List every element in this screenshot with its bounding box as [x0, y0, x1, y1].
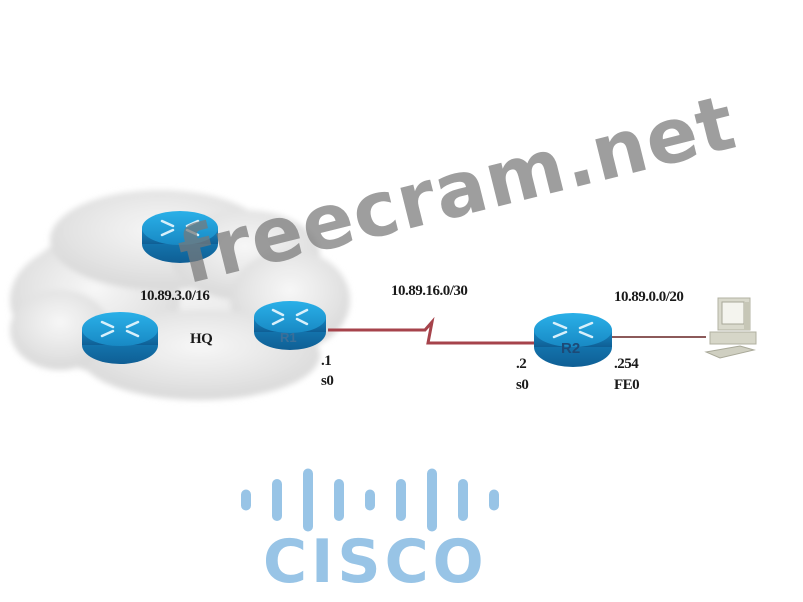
- serial-network-label: 10.89.16.0/30: [391, 283, 468, 299]
- cisco-logo-bar: [489, 489, 499, 511]
- cisco-logo-bar: [303, 468, 313, 532]
- cisco-logo-bar: [458, 479, 468, 521]
- router-icon[interactable]: [80, 309, 160, 367]
- r1-interface-label: s0: [321, 373, 334, 389]
- router-r2-label: R2: [561, 340, 581, 357]
- router-r2-icon[interactable]: [532, 310, 614, 370]
- router-icon[interactable]: [140, 208, 220, 266]
- desktop-pc-icon[interactable]: [700, 296, 760, 362]
- r2-serial-interface-label: s0: [516, 377, 529, 393]
- cisco-logo-bar: [365, 489, 375, 511]
- r2-lan-interface-label: FE0: [614, 377, 640, 393]
- cisco-logo-bars: [241, 468, 499, 532]
- cisco-logo-bar: [272, 479, 282, 521]
- lan-network-label: 10.89.0.0/20: [614, 289, 684, 305]
- cisco-logo-bar: [427, 468, 437, 532]
- cisco-logo-bar: [334, 479, 344, 521]
- router-r1-label: R1: [280, 330, 297, 345]
- cisco-logo-bar: [241, 489, 251, 511]
- cisco-logo-text: CISCO: [263, 527, 488, 597]
- hq-name-label: HQ: [190, 331, 213, 347]
- cisco-logo-bar: [396, 479, 406, 521]
- hq-network-label: 10.89.3.0/16: [140, 288, 210, 304]
- r2-lan-host-label: .254: [614, 356, 639, 372]
- r2-serial-host-label: .2: [516, 356, 527, 372]
- r1-host-label: .1: [321, 353, 332, 369]
- router-r1-icon[interactable]: [252, 298, 328, 354]
